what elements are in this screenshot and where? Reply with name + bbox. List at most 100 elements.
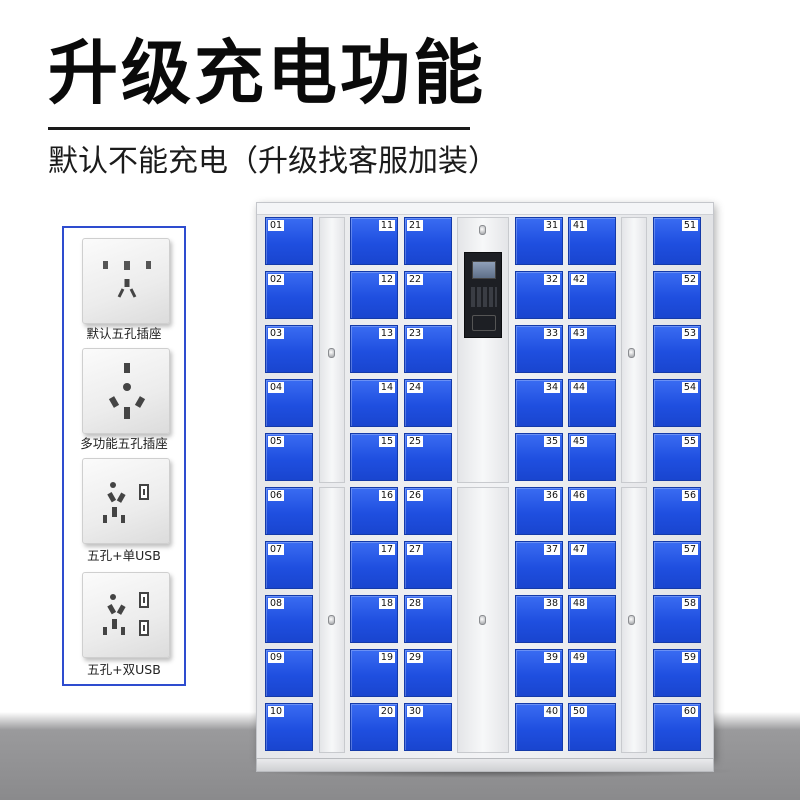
- locker-door-55[interactable]: 55: [653, 433, 701, 481]
- locker-door-22[interactable]: 22: [404, 271, 452, 319]
- locker-door-01[interactable]: 01: [265, 217, 313, 265]
- locker-door-48[interactable]: 48: [568, 595, 616, 643]
- control-unit[interactable]: [464, 252, 502, 338]
- locker-number: 31: [543, 220, 560, 231]
- socket-option-label: 多功能五孔插座: [80, 436, 168, 451]
- locker-number: 13: [378, 328, 395, 339]
- locker-door-54[interactable]: 54: [653, 379, 701, 427]
- locker-door-51[interactable]: 51: [653, 217, 701, 265]
- locker-door-37[interactable]: 37: [515, 541, 563, 589]
- locker-door-33[interactable]: 33: [515, 325, 563, 373]
- door-lock-knob[interactable]: [628, 348, 635, 358]
- locker-door-49[interactable]: 49: [568, 649, 616, 697]
- locker-door-30[interactable]: 30: [404, 703, 452, 751]
- card-reader[interactable]: [472, 315, 496, 331]
- locker-number: 29: [407, 652, 424, 663]
- locker-door-34[interactable]: 34: [515, 379, 563, 427]
- locker-number: 33: [543, 328, 560, 339]
- locker-door-35[interactable]: 35: [515, 433, 563, 481]
- door-lock-knob[interactable]: [479, 615, 486, 625]
- locker-door-04[interactable]: 04: [265, 379, 313, 427]
- locker-door-41[interactable]: 41: [568, 217, 616, 265]
- locker-door-16[interactable]: 16: [350, 487, 398, 535]
- locker-door-36[interactable]: 36: [515, 487, 563, 535]
- keypad[interactable]: [471, 287, 497, 307]
- locker-door-40[interactable]: 40: [515, 703, 563, 751]
- locker-door-31[interactable]: 31: [515, 217, 563, 265]
- locker-door-56[interactable]: 56: [653, 487, 701, 535]
- door-lock-knob[interactable]: [479, 225, 486, 235]
- locker-door-20[interactable]: 20: [350, 703, 398, 751]
- multi-function-socket-icon: [108, 363, 146, 419]
- locker-door-28[interactable]: 28: [404, 595, 452, 643]
- locker-number: 57: [681, 544, 698, 555]
- locker-door-38[interactable]: 38: [515, 595, 563, 643]
- locker-door-11[interactable]: 11: [350, 217, 398, 265]
- locker-door-14[interactable]: 14: [350, 379, 398, 427]
- locker-door-58[interactable]: 58: [653, 595, 701, 643]
- locker-number: 58: [681, 598, 698, 609]
- locker-door-07[interactable]: 07: [265, 541, 313, 589]
- locker-door-10[interactable]: 10: [265, 703, 313, 751]
- socket-option-single-usb: [82, 458, 170, 544]
- locker-number: 25: [407, 436, 424, 447]
- locker-number: 51: [681, 220, 698, 231]
- locker-door-50[interactable]: 50: [568, 703, 616, 751]
- locker-door-45[interactable]: 45: [568, 433, 616, 481]
- locker-door-15[interactable]: 15: [350, 433, 398, 481]
- locker-number: 04: [268, 382, 285, 393]
- locker-door-02[interactable]: 02: [265, 271, 313, 319]
- locker-door-44[interactable]: 44: [568, 379, 616, 427]
- locker-door-26[interactable]: 26: [404, 487, 452, 535]
- locker-door-52[interactable]: 52: [653, 271, 701, 319]
- locker-door-17[interactable]: 17: [350, 541, 398, 589]
- locker-door-05[interactable]: 05: [265, 433, 313, 481]
- locker-door-57[interactable]: 57: [653, 541, 701, 589]
- locker-door-32[interactable]: 32: [515, 271, 563, 319]
- locker-door-59[interactable]: 59: [653, 649, 701, 697]
- locker-number: 16: [378, 490, 395, 501]
- locker-number: 53: [681, 328, 698, 339]
- locker-door-60[interactable]: 60: [653, 703, 701, 751]
- locker-number: 32: [543, 274, 560, 285]
- locker-door-43[interactable]: 43: [568, 325, 616, 373]
- locker-door-12[interactable]: 12: [350, 271, 398, 319]
- locker-number: 20: [378, 706, 395, 717]
- locker-door-21[interactable]: 21: [404, 217, 452, 265]
- locker-door-19[interactable]: 19: [350, 649, 398, 697]
- lcd-display: [472, 261, 496, 279]
- locker-door-03[interactable]: 03: [265, 325, 313, 373]
- locker-number: 11: [378, 220, 395, 231]
- locker-door-13[interactable]: 13: [350, 325, 398, 373]
- locker-door-39[interactable]: 39: [515, 649, 563, 697]
- locker-number: 22: [407, 274, 424, 285]
- locker-door-47[interactable]: 47: [568, 541, 616, 589]
- locker-number: 55: [681, 436, 698, 447]
- locker-door-23[interactable]: 23: [404, 325, 452, 373]
- locker-door-27[interactable]: 27: [404, 541, 452, 589]
- locker-door-53[interactable]: 53: [653, 325, 701, 373]
- locker-number: 19: [378, 652, 395, 663]
- locker-door-06[interactable]: 06: [265, 487, 313, 535]
- locker-door-18[interactable]: 18: [350, 595, 398, 643]
- locker-number: 28: [407, 598, 424, 609]
- socket-option-dual-usb: [82, 572, 170, 658]
- locker-door-08[interactable]: 08: [265, 595, 313, 643]
- locker-door-46[interactable]: 46: [568, 487, 616, 535]
- locker-number: 06: [268, 490, 285, 501]
- door-lock-knob[interactable]: [628, 615, 635, 625]
- locker-number: 47: [571, 544, 588, 555]
- five-hole-socket-icon: [103, 261, 151, 298]
- locker-door-09[interactable]: 09: [265, 649, 313, 697]
- locker-number: 49: [571, 652, 588, 663]
- locker-door-29[interactable]: 29: [404, 649, 452, 697]
- locker-number: 02: [268, 274, 285, 285]
- locker-number: 40: [543, 706, 560, 717]
- locker-door-25[interactable]: 25: [404, 433, 452, 481]
- locker-number: 09: [268, 652, 285, 663]
- door-lock-knob[interactable]: [328, 615, 335, 625]
- locker-door-24[interactable]: 24: [404, 379, 452, 427]
- socket-option-multifunction: [82, 348, 170, 434]
- locker-door-42[interactable]: 42: [568, 271, 616, 319]
- door-lock-knob[interactable]: [328, 348, 335, 358]
